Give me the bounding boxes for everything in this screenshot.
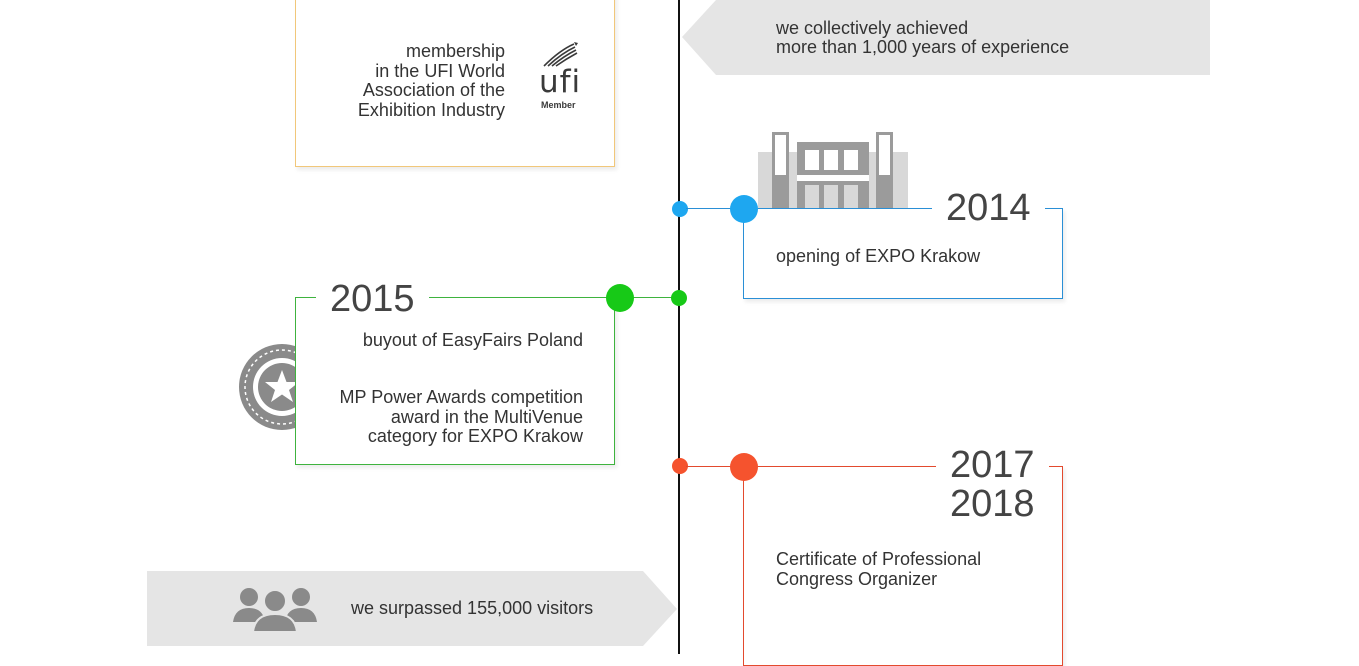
event-dot-2014: [730, 195, 758, 223]
connector-2015: [615, 297, 679, 298]
connector-2014: [686, 208, 746, 209]
event-2017-text: Certificate of Professional Congress Org…: [776, 549, 982, 589]
connector-2017: [686, 466, 746, 467]
experience-banner-text: we collectively achieved more than 1,000…: [776, 19, 1069, 57]
ufi-line-4: Exhibition Industry: [357, 99, 505, 120]
ufi-line-3: Association of the: [362, 80, 505, 100]
ufi-membership-card: [295, 0, 615, 167]
timeline-axis: [678, 0, 680, 654]
event-card-2015: [295, 297, 615, 465]
event-dot-2017: [730, 453, 758, 481]
year-2015: 2015: [316, 279, 429, 319]
visitors-banner: [147, 571, 677, 646]
award-line-1: MP Power Awards competition: [339, 387, 583, 407]
award-badge-icon: [236, 342, 325, 432]
visitors-people-icon: [233, 584, 319, 634]
event-2014-text: opening of EXPO Krakow: [776, 246, 981, 266]
year-2017: 2017: [950, 444, 1035, 486]
year-2017-2018: 2017 2018: [936, 446, 1049, 524]
ufi-line-1: membership: [405, 41, 505, 61]
expo-building-icon: [758, 130, 908, 208]
ufi-line-2: in the UFI World: [375, 60, 505, 81]
year-2018: 2018: [950, 483, 1035, 525]
timeline-dot-2015: [671, 290, 687, 306]
ufi-logo-text: ufi: [539, 64, 582, 100]
experience-line-2: more than 1,000 years of experience: [776, 37, 1070, 57]
award-line-2: award in the MultiVenue: [390, 406, 583, 427]
ufi-logo-member: Member: [541, 100, 576, 110]
certificate-line-2: Congress Organizer: [776, 568, 938, 589]
ufi-membership-text: membership in the UFI World Association …: [305, 41, 505, 120]
experience-banner: [682, 0, 1210, 75]
event-2015-text-2: MP Power Awards competition award in the…: [305, 387, 583, 447]
timeline-dot-2014: [672, 201, 688, 217]
experience-line-1: we collectively achieved: [776, 18, 969, 38]
award-line-3: category for EXPO Krakow: [367, 426, 583, 446]
visitors-banner-text: we surpassed 155,000 visitors: [351, 598, 594, 618]
certificate-line-1: Certificate of Professional: [776, 549, 982, 569]
timeline-dot-2017: [672, 458, 688, 474]
ufi-logo: ufi Member: [536, 40, 584, 112]
year-2014: 2014: [932, 188, 1045, 228]
event-2015-text-1: buyout of EasyFairs Poland: [362, 330, 583, 350]
event-dot-2015: [606, 284, 634, 312]
ufi-logo-arcs-icon: [543, 42, 578, 67]
